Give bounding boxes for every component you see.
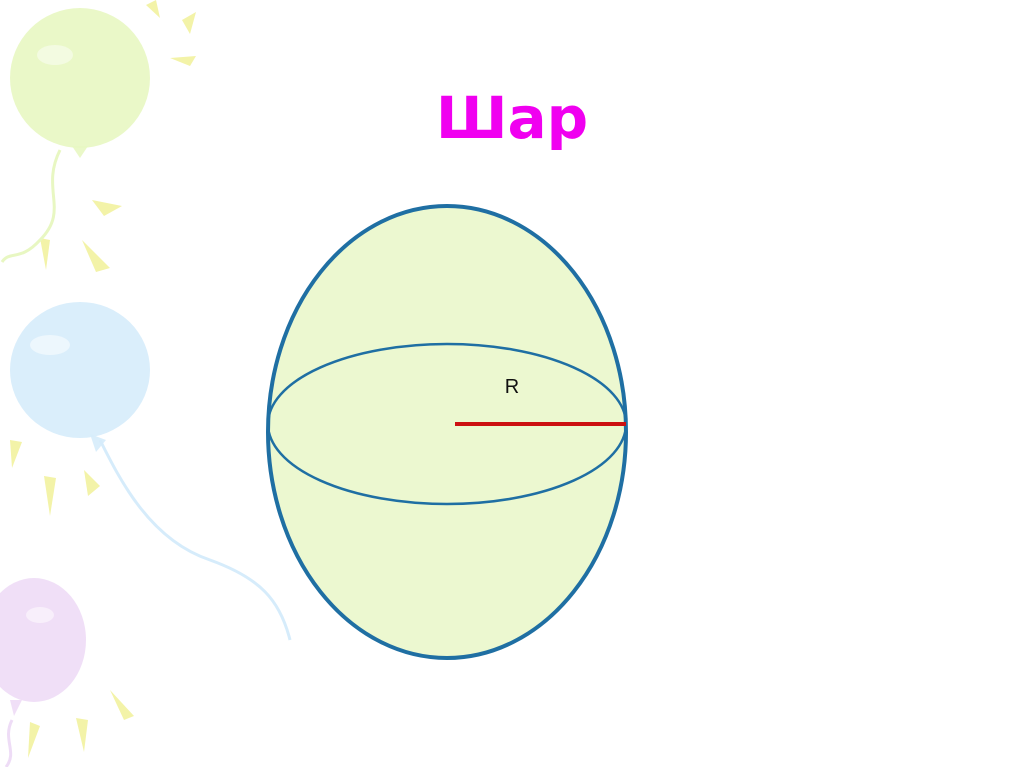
balloon-icon: [10, 302, 292, 641]
sphere-outline: [266, 204, 628, 660]
sun-ray-icon: [40, 238, 50, 270]
sun-ray-icon: [182, 12, 196, 34]
sun-ray-icon: [84, 470, 100, 496]
slide-title: Шар: [435, 84, 589, 152]
sun-rays: [10, 0, 196, 758]
sun-ray-icon: [82, 240, 110, 272]
sun-ray-icon: [28, 722, 40, 758]
sun-ray-icon: [146, 0, 160, 18]
balloon-icon: [0, 578, 86, 767]
sun-ray-icon: [170, 56, 196, 66]
balloon-icon: [0, 8, 150, 263]
sun-ray-icon: [44, 476, 56, 516]
sun-ray-icon: [92, 200, 122, 216]
sun-ray-icon: [10, 440, 22, 468]
sun-ray-icon: [76, 718, 88, 752]
radius-label: R: [505, 376, 519, 398]
sun-ray-icon: [110, 690, 134, 720]
